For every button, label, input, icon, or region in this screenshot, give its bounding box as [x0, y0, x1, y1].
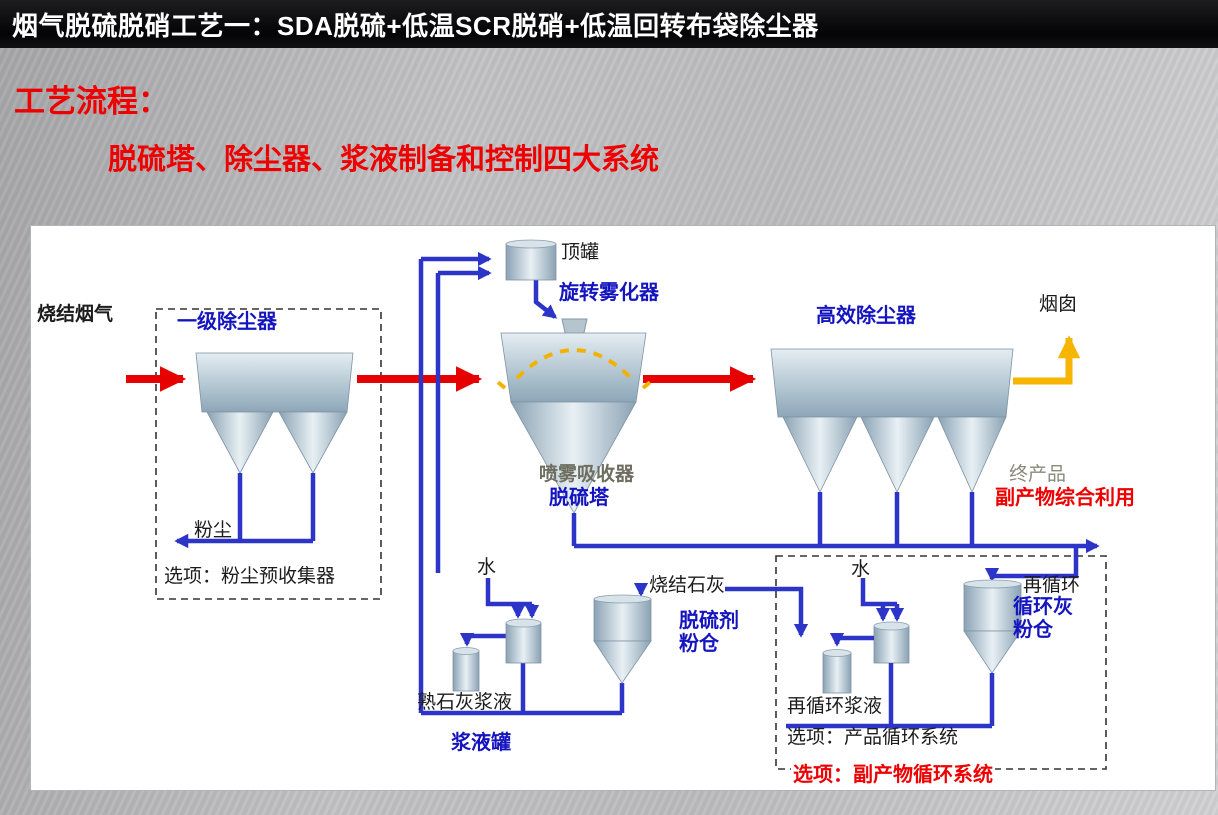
hydrated-lime-slurry-label: 熟石灰浆液: [417, 692, 513, 713]
primary-collector-label: 一级除尘器: [177, 311, 277, 333]
slurry-tanks: [452, 618, 542, 692]
recycle-label: 再循环: [1023, 575, 1081, 596]
diagram-panel: 烧结烟气 一级除尘器 粉尘 选项：粉尘预收集器 顶罐 旋转雾化器 喷雾吸收器 脱…: [30, 225, 1216, 791]
water-right-label: 水: [851, 559, 871, 580]
primary-collector-vessel: [195, 352, 354, 474]
collection-pipes: [571, 492, 1100, 582]
slide-title: 烟气脱硫脱硝工艺一：SDA脱硫+低温SCR脱硝+低温回转布袋除尘器: [12, 10, 819, 41]
recycle-slurry-label: 再循环浆液: [787, 696, 883, 717]
dust-pipes: [174, 473, 316, 549]
recycle-ash-silo: [963, 579, 1022, 674]
dust-label: 粉尘: [194, 520, 233, 541]
slurry-feed-pipes: [418, 251, 809, 716]
process-flow-heading: 工艺流程：: [14, 84, 169, 119]
slide-title-bar: 烟气脱硫脱硝工艺一：SDA脱硫+低温SCR脱硝+低温回转布袋除尘器: [0, 0, 1218, 48]
product-cycle-option-label: 选项：产品循环系统: [787, 727, 959, 748]
slurry-tank-label: 浆液罐: [451, 732, 511, 754]
recycle-tanks: [822, 621, 910, 694]
chimney-label: 烟囱: [1039, 294, 1078, 315]
sinter-gas-label: 烧结烟气: [37, 304, 114, 325]
four-systems-subheading: 脱硫塔、除尘器、浆液制备和控制四大系统: [108, 144, 660, 176]
desulfur-tower-label: 脱硫塔: [549, 487, 609, 509]
final-product-label: 终产品: [1009, 464, 1067, 485]
water-left-label: 水: [477, 557, 497, 578]
rotary-atomizer-label: 旋转雾化器: [559, 282, 659, 304]
process-flow-diagram: [126, 239, 1107, 770]
sintered-lime-label: 烧结石灰: [649, 575, 726, 596]
chimney-arrow: [1013, 335, 1081, 385]
recycle-ash-silo-label: 循环灰 粉仓: [1013, 596, 1073, 641]
lime-silo: [593, 594, 652, 684]
high-efficiency-collector-vessel: [770, 348, 1014, 493]
spray-absorber-label: 喷雾吸收器: [539, 464, 635, 485]
recycle-pipes: [786, 578, 995, 729]
precollector-option-label: 选项：粉尘预收集器: [164, 566, 336, 587]
byproduct-use-label: 副产物综合利用: [993, 487, 1137, 510]
byproduct-cycle-option-label: 选项：副产物循环系统: [791, 764, 995, 787]
precollector-option-box: [155, 308, 382, 600]
spray-absorber-vessel: [500, 332, 647, 514]
spray-arc: [491, 348, 657, 390]
high-eff-collector-label: 高效除尘器: [816, 305, 916, 327]
top-tank: [505, 239, 557, 281]
top-tank-label: 顶罐: [561, 242, 600, 263]
desulfurizer-silo-label: 脱硫剂 粉仓: [679, 610, 739, 655]
